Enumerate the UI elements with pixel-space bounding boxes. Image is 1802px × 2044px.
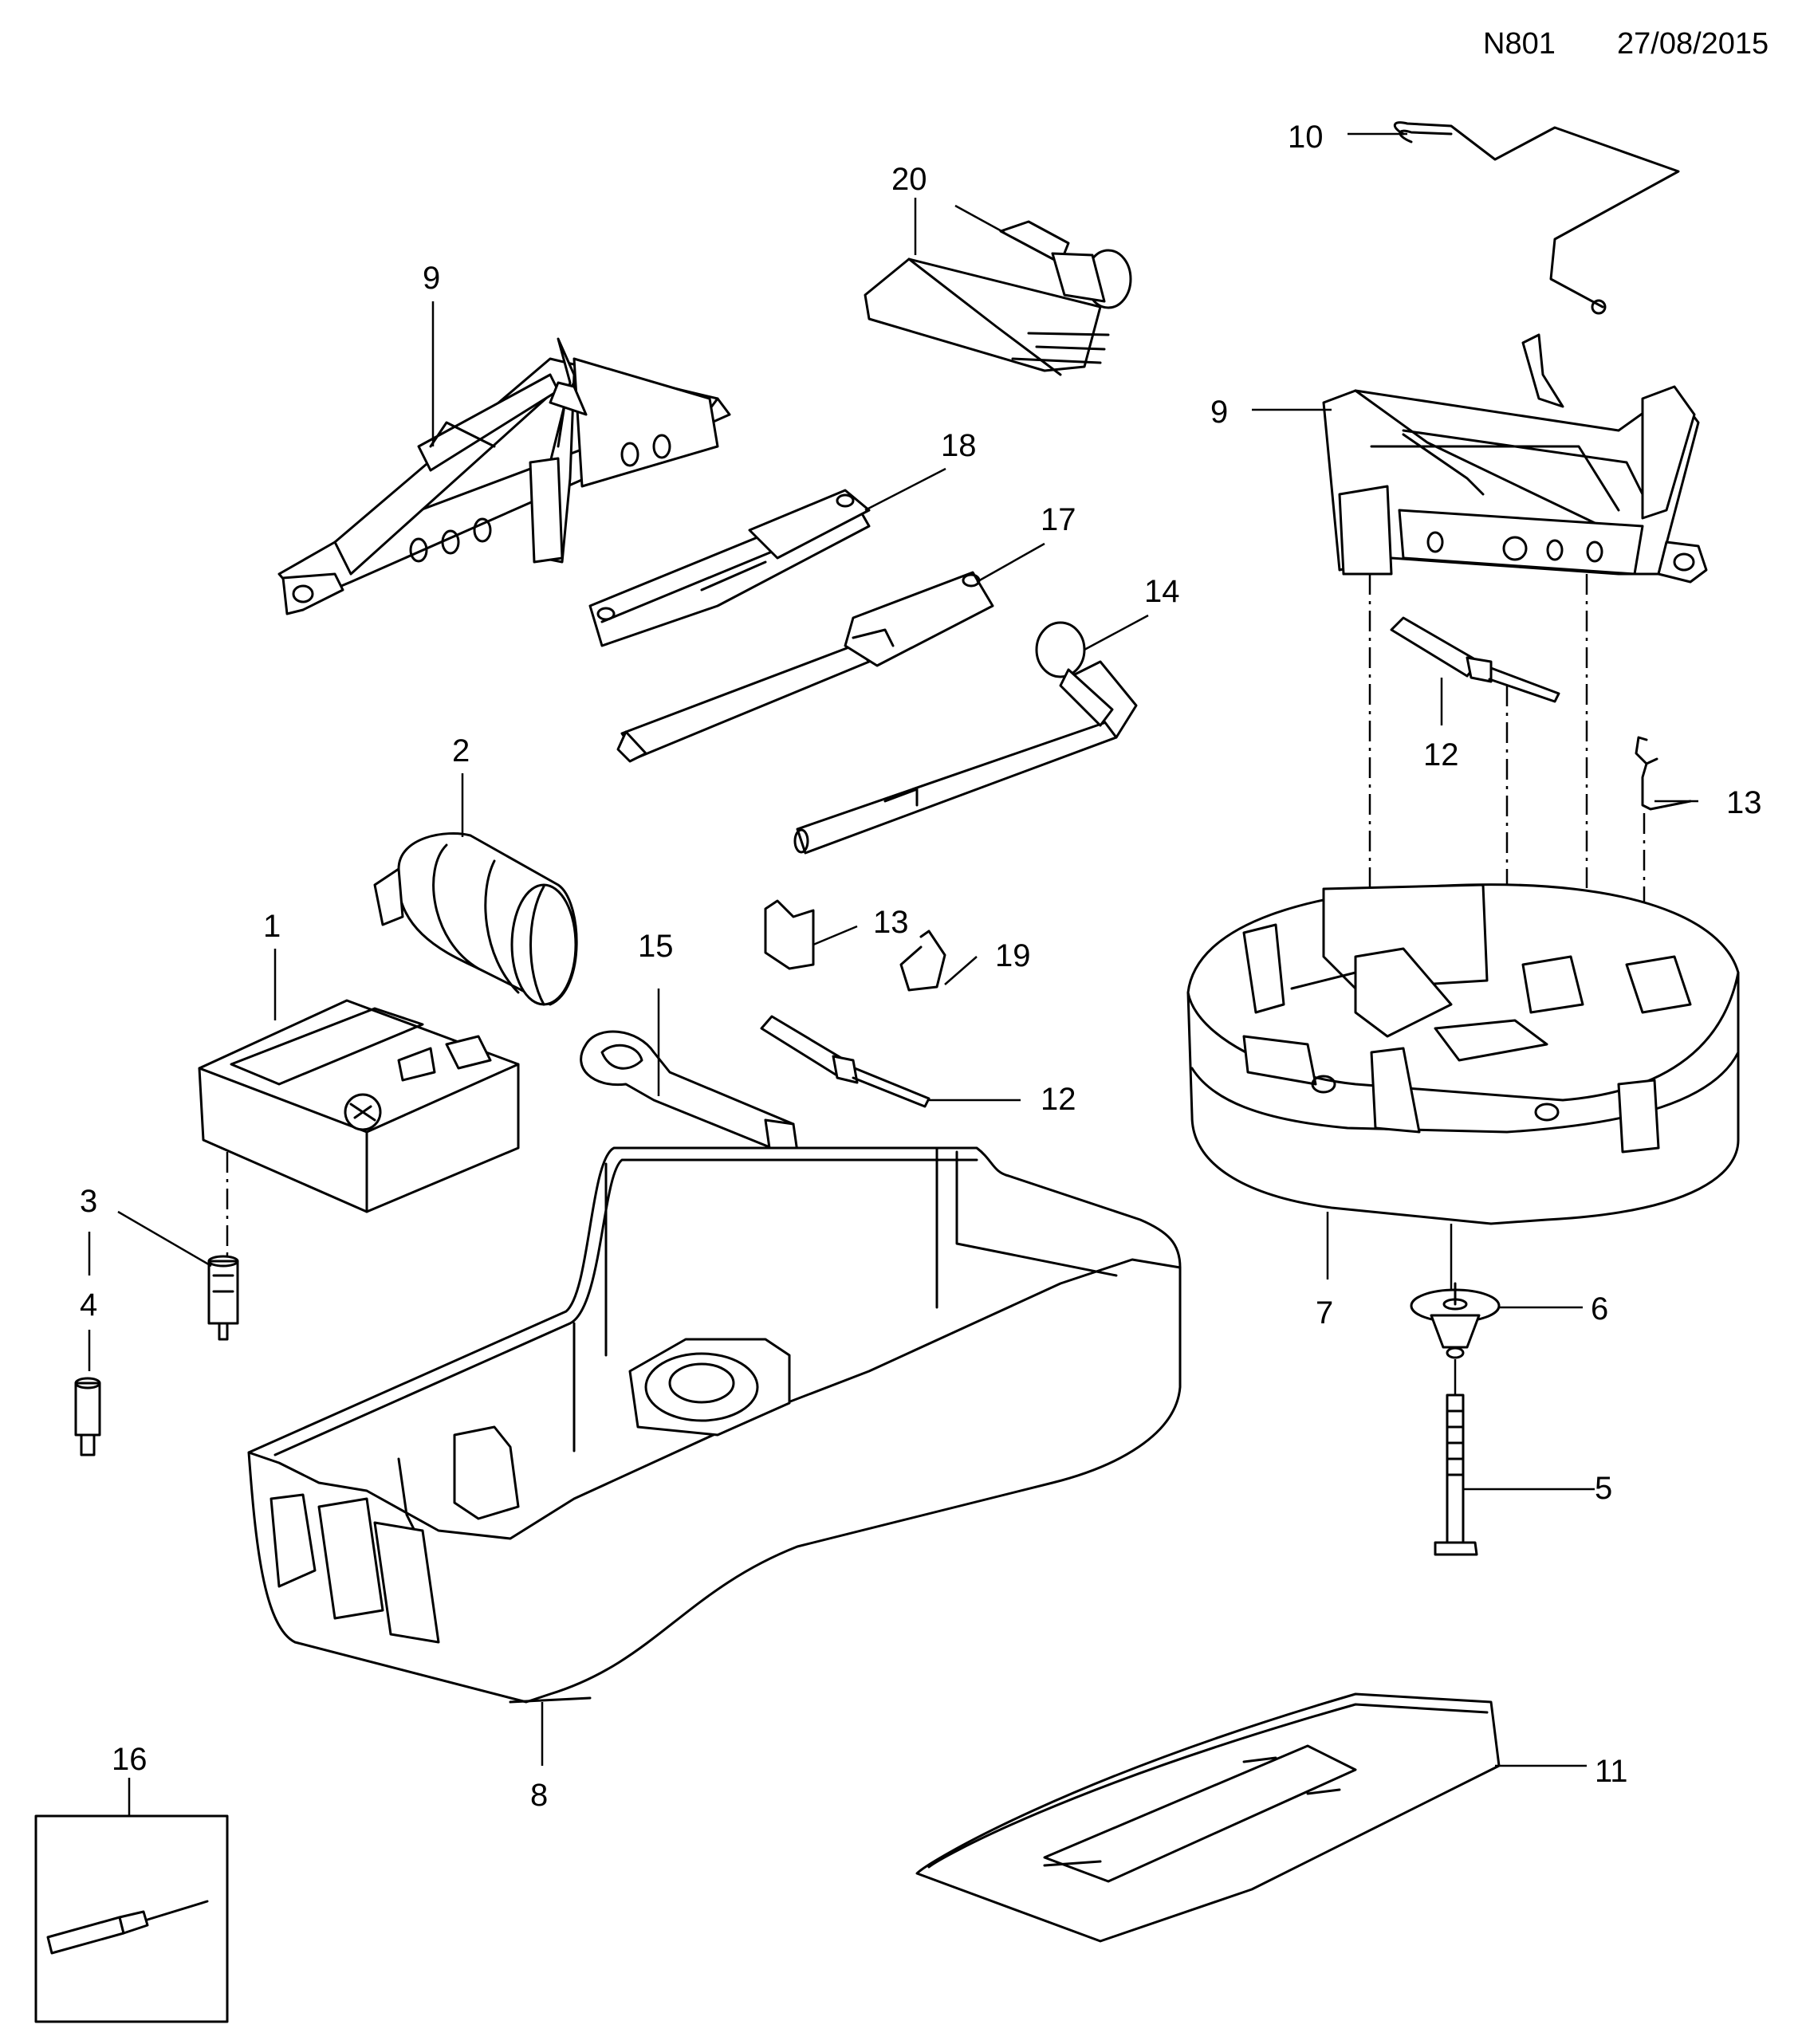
glove-and-bulb-icon[interactable] — [864, 198, 1132, 376]
valve-tool-icon[interactable] — [34, 1778, 229, 2023]
bolt-icon[interactable] — [1434, 1359, 1595, 1556]
callout-13-center: 13 — [873, 905, 909, 940]
wire-clip-icon[interactable] — [899, 930, 978, 992]
callout-4: 4 — [80, 1287, 97, 1323]
callout-9-right: 9 — [1210, 395, 1228, 430]
callout-15: 15 — [638, 929, 674, 964]
wheel-wrench-icon[interactable] — [793, 614, 1149, 855]
retaining-clip-icon[interactable] — [764, 899, 858, 970]
diagram-date: 27/08/2015 — [1617, 27, 1769, 61]
sealant-bottle-icon[interactable] — [373, 773, 578, 1006]
scissor-jack-icon[interactable] — [277, 301, 731, 615]
callout-18: 18 — [941, 428, 977, 463]
towing-eye-icon[interactable] — [580, 989, 799, 1154]
valve-cap-icon[interactable] — [74, 1330, 101, 1456]
callout-6: 6 — [1591, 1291, 1608, 1327]
callout-14: 14 — [1144, 574, 1180, 609]
callout-2: 2 — [452, 733, 470, 768]
jack-crank-icon[interactable] — [1348, 121, 1680, 315]
callout-12-center: 12 — [1041, 1082, 1076, 1117]
callout-5: 5 — [1595, 1471, 1612, 1506]
callout-1: 1 — [263, 909, 281, 944]
callout-19: 19 — [995, 938, 1031, 973]
callout-7: 7 — [1316, 1295, 1333, 1331]
diagram-code: N801 — [1483, 27, 1556, 61]
floor-mat-icon[interactable] — [915, 1692, 1587, 1943]
callout-17: 17 — [1041, 502, 1076, 537]
callout-12-right: 12 — [1423, 737, 1459, 772]
callout-20: 20 — [891, 162, 927, 197]
callout-9-left: 9 — [423, 261, 440, 296]
wrench-bag-icon[interactable] — [616, 542, 1045, 763]
callout-16: 16 — [112, 1742, 148, 1777]
valve-adapter-icon[interactable] — [117, 1210, 239, 1341]
callout-10: 10 — [1288, 120, 1324, 155]
compressor-icon[interactable] — [198, 949, 520, 1256]
callout-3: 3 — [80, 1184, 97, 1219]
foam-insert-round-icon[interactable] — [1186, 883, 1740, 1307]
callout-11: 11 — [1595, 1754, 1628, 1789]
scissor-jack-icon[interactable] — [1252, 333, 1708, 917]
callout-8: 8 — [530, 1778, 548, 1813]
tool-holder-icon[interactable] — [588, 467, 946, 647]
clamp-disc-icon[interactable] — [1410, 1282, 1583, 1359]
callout-13-right: 13 — [1726, 785, 1762, 820]
screwdriver-icon[interactable] — [760, 1015, 1021, 1108]
storage-tray-icon[interactable] — [247, 1146, 1182, 1766]
